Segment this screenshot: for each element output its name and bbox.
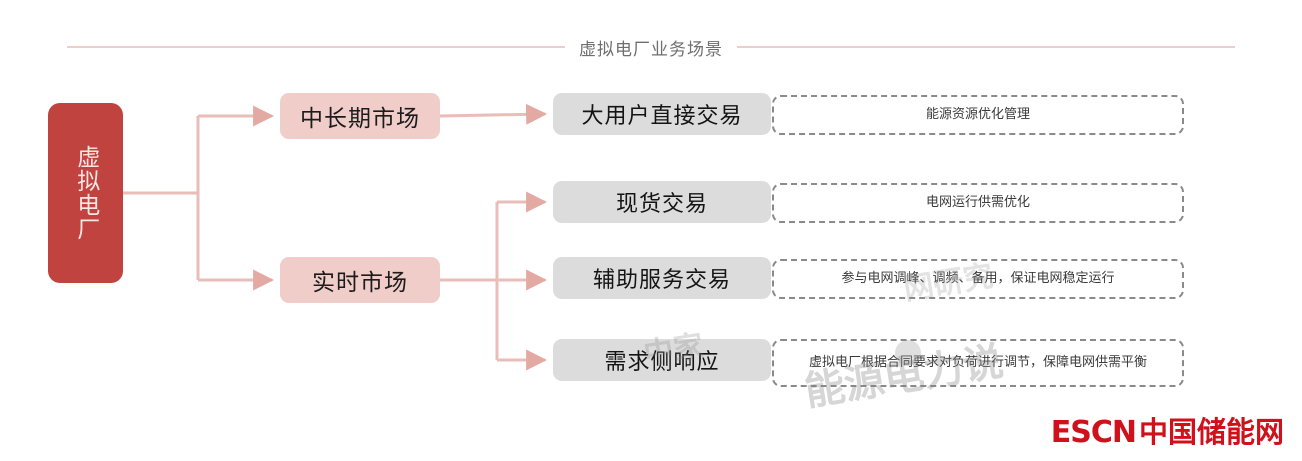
market-node-real-time[interactable]: 实时市场 [280,257,440,303]
description-box-demand-response: 虚拟电厂根据合同要求对负荷进行调节，保障电网供需平衡 [772,339,1184,387]
description-box-grid-supply-demand-optimization: 电网运行供需优化 [772,183,1184,223]
description-text: 能源资源优化管理 [925,106,1030,122]
scenario-node-large-user-direct-trade[interactable]: 大用户直接交易 [553,93,771,135]
escn-logo-latin: ESCN [1050,415,1137,450]
escn-logo-chinese: 中国储能网 [1138,415,1284,449]
scenario-node-label: 大用户直接交易 [581,104,743,129]
root-node-label: 虚拟电厂 [72,145,99,241]
scenario-node-spot-trade[interactable]: 现货交易 [553,181,771,223]
scenario-node-label: 辅助服务交易 [592,268,731,293]
description-text: 虚拟电厂根据合同要求对负荷进行调节，保障电网供需平衡 [808,354,1147,370]
scenario-node-label: 需求侧响应 [604,350,720,375]
market-node-label: 中长期市场 [300,106,420,132]
diagram-header: 虚拟电厂业务场景 [0,32,1302,62]
scenario-node-demand-response[interactable]: 需求侧响应 [553,339,771,381]
header-rule-right [737,46,1235,48]
scenario-node-ancillary-service-trade[interactable]: 辅助服务交易 [553,257,771,299]
market-node-label: 实时市场 [312,270,408,296]
root-node-virtual-power-plant[interactable]: 虚拟电厂 [48,103,123,283]
scenario-node-label: 现货交易 [615,192,708,217]
description-text: 参与电网调峰、调频、备用，保证电网稳定运行 [841,270,1115,286]
description-box-energy-resource-optimization: 能源资源优化管理 [772,95,1184,135]
market-node-medium-long-term[interactable]: 中长期市场 [280,93,440,139]
description-box-ancillary-service: 参与电网调峰、调频、备用，保证电网稳定运行 [772,259,1184,299]
description-text: 电网运行供需优化 [925,194,1030,210]
escn-logo: ESCN 中国储能网 [1051,409,1284,451]
page-title: 虚拟电厂业务场景 [579,39,723,60]
header-rule-left [67,46,565,48]
